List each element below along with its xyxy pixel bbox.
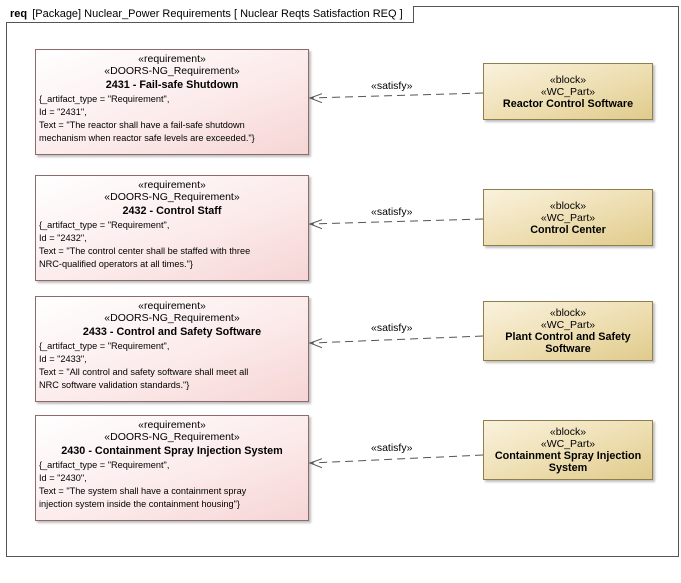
doors-stereotype: «DOORS-NG_Requirement» — [104, 312, 240, 324]
block-plant-control-and-safety-software[interactable]: «block» «WC_Part» Plant Control and Safe… — [483, 301, 653, 361]
requirement-name: 2430 - Containment Spray Injection Syste… — [61, 445, 283, 457]
satisfy-connector-4[interactable] — [308, 454, 484, 469]
wc-part-stereotype: «WC_Part» — [540, 319, 596, 331]
block-name: Containment Spray Injection System — [494, 450, 642, 474]
requirement-tagged-values: {_artifact_type = "Requirement", Id = "2… — [39, 341, 249, 390]
satisfy-label: «satisfy» — [371, 442, 413, 454]
requirement-stereotype: «requirement» — [138, 53, 206, 65]
satisfy-connector-3[interactable] — [308, 335, 484, 349]
block-name: Reactor Control Software — [502, 97, 634, 110]
block-stereotype: «block» — [549, 199, 587, 212]
diagram-frame-header: req [Package] Nuclear_Power Requirements… — [6, 6, 414, 23]
requirement-tagged-values: {_artifact_type = "Requirement", Id = "2… — [39, 94, 255, 143]
requirement-tagged-values: {_artifact_type = "Requirement", Id = "2… — [39, 460, 247, 509]
block-control-center[interactable]: «block» «WC_Part» Control Center — [483, 189, 653, 246]
requirement-name: 2431 - Fail-safe Shutdown — [105, 79, 239, 91]
block-name: Plant Control and Safety Software — [505, 331, 631, 355]
requirement-stereotype: «requirement» — [138, 300, 206, 312]
requirement-2430[interactable]: «requirement» «DOORS-NG_Requirement» 243… — [35, 415, 309, 521]
requirement-name: 2432 - Control Staff — [122, 205, 222, 217]
frame-kind: req — [10, 8, 28, 20]
doors-stereotype: «DOORS-NG_Requirement» — [104, 191, 240, 203]
doors-stereotype: «DOORS-NG_Requirement» — [104, 431, 240, 443]
frame-title: [Package] Nuclear_Power Requirements [ N… — [32, 8, 403, 20]
block-name: Control Center — [530, 223, 606, 236]
block-stereotype: «block» — [549, 73, 587, 86]
wc-part-stereotype: «WC_Part» — [540, 85, 596, 98]
wc-part-stereotype: «WC_Part» — [540, 438, 596, 450]
block-stereotype: «block» — [549, 426, 587, 438]
block-stereotype: «block» — [549, 307, 587, 319]
requirement-name: 2433 - Control and Safety Software — [82, 326, 262, 338]
satisfy-connector-2[interactable] — [308, 218, 484, 230]
requirement-2431[interactable]: «requirement» «DOORS-NG_Requirement» 243… — [35, 49, 309, 155]
satisfy-label: «satisfy» — [371, 80, 413, 92]
requirement-2433[interactable]: «requirement» «DOORS-NG_Requirement» 243… — [35, 296, 309, 402]
requirement-stereotype: «requirement» — [138, 179, 206, 191]
wc-part-stereotype: «WC_Part» — [540, 211, 596, 224]
block-reactor-control-software[interactable]: «block» «WC_Part» Reactor Control Softwa… — [483, 63, 653, 120]
requirement-stereotype: «requirement» — [138, 419, 206, 431]
satisfy-connector-1[interactable] — [308, 92, 484, 104]
satisfy-label: «satisfy» — [371, 322, 413, 334]
requirement-2432[interactable]: «requirement» «DOORS-NG_Requirement» 243… — [35, 175, 309, 281]
requirement-tagged-values: {_artifact_type = "Requirement", Id = "2… — [39, 220, 251, 269]
satisfy-label: «satisfy» — [371, 206, 413, 218]
block-containment-spray-injection-system[interactable]: «block» «WC_Part» Containment Spray Inje… — [483, 420, 653, 480]
doors-stereotype: «DOORS-NG_Requirement» — [104, 65, 240, 77]
